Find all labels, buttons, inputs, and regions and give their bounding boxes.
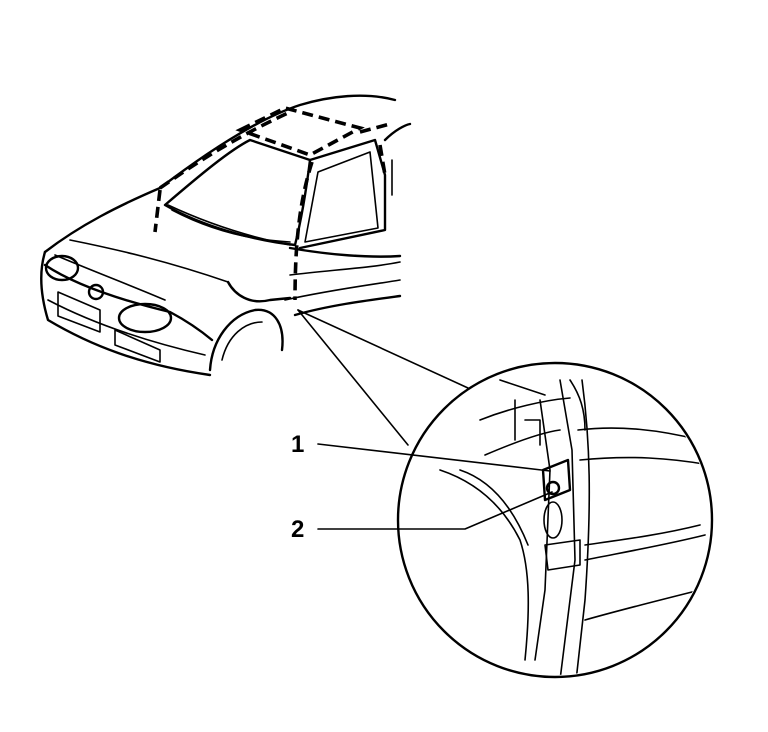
callout-1-number: 1 xyxy=(291,431,304,458)
magnifier-leader-lines xyxy=(297,309,469,446)
callout-1-leader xyxy=(317,443,551,472)
callout-1: 1 xyxy=(291,431,551,472)
detail-contents xyxy=(439,379,710,675)
detail-magnifier xyxy=(396,361,714,679)
callout-2: 2 xyxy=(291,491,553,543)
callout-2-number: 2 xyxy=(291,516,304,543)
callout-2-leader xyxy=(317,491,553,530)
car-body-illustration xyxy=(40,94,412,377)
detail-circle-outline xyxy=(396,361,714,679)
